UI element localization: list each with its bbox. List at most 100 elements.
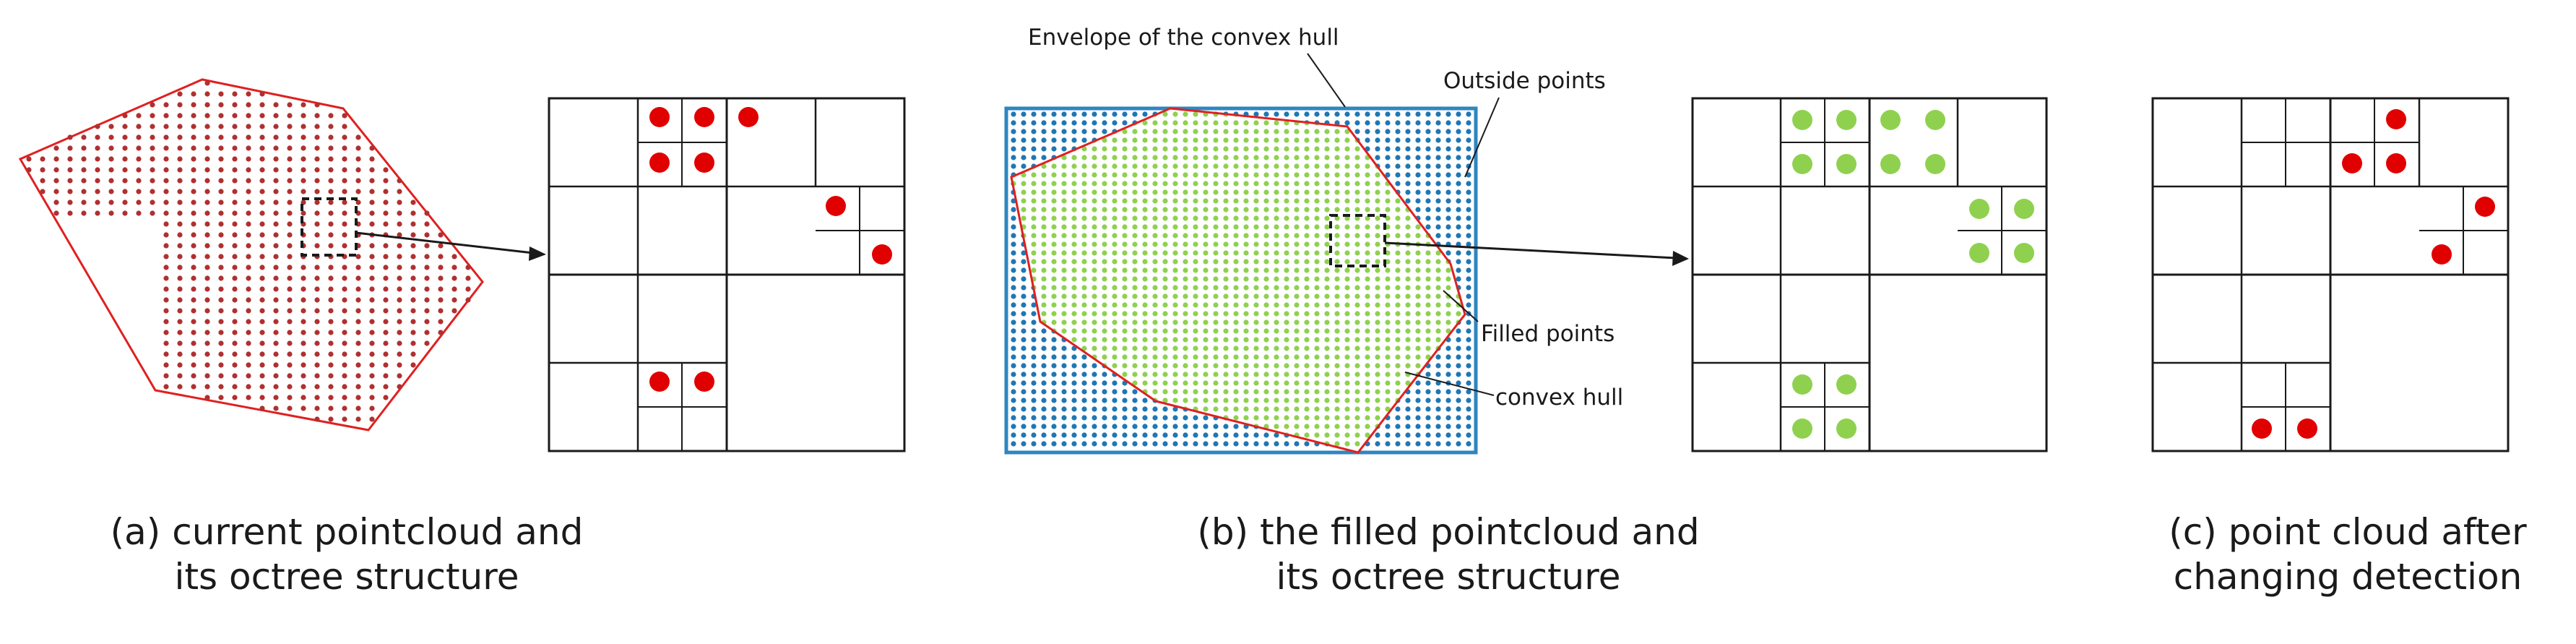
panel-b-filled-point xyxy=(1274,163,1279,169)
panel-b-filled-point xyxy=(1274,276,1279,282)
panel-a-cloud-point xyxy=(314,330,320,335)
panel-a-cloud-point xyxy=(383,351,389,357)
panel-b-outside-point xyxy=(1395,415,1401,421)
panel-a-cloud-point xyxy=(191,330,196,335)
panel-a-cloud-point xyxy=(218,254,224,259)
panel-b-filled-point xyxy=(1112,285,1118,291)
panel-b-outside-point xyxy=(1051,354,1057,360)
panel-a-cloud-point xyxy=(287,340,293,346)
panel-a-cloud-point xyxy=(314,340,320,346)
panel-b-filled-point xyxy=(1324,137,1330,143)
panel-b-filled-point xyxy=(1274,380,1279,386)
panel-b-filled-point xyxy=(1365,172,1370,178)
panel-a-cloud-point xyxy=(397,275,402,281)
panel-b-outside-point xyxy=(1071,389,1077,395)
panel-a-cloud-point xyxy=(314,221,320,227)
panel-b-outside-point xyxy=(1081,415,1087,421)
panel-a-cloud-point xyxy=(273,167,279,173)
panel-a-cloud-point xyxy=(122,156,128,162)
panel-a-cloud-point xyxy=(204,286,210,292)
panel-b-outside-point xyxy=(1021,345,1026,351)
panel-b-filled-point xyxy=(1193,319,1198,325)
panel-b-filled-point xyxy=(1081,155,1087,160)
panel-b-filled-point xyxy=(1253,389,1259,395)
panel-b-filled-point xyxy=(1334,319,1340,325)
panel-b-filled-point xyxy=(1203,120,1209,126)
panel-b-outside-point xyxy=(1041,337,1047,343)
panel-b-filled-point xyxy=(1193,181,1198,186)
panel-b-filled-point xyxy=(1223,172,1229,178)
panel-b-filled-point xyxy=(1193,172,1198,178)
panel-b-filled-point xyxy=(1405,337,1411,343)
panel-a-cloud-point xyxy=(232,286,238,292)
panel-a-cloud-point xyxy=(136,124,142,129)
panel-b-outside-point xyxy=(1051,129,1057,134)
panel-a-cloud-point xyxy=(218,189,224,194)
panel-b-outside-point xyxy=(1092,424,1097,429)
panel-c-octree-point xyxy=(2297,418,2317,439)
panel-b-filled-point xyxy=(1294,354,1300,360)
panel-b-filled-point xyxy=(1243,172,1249,178)
panel-b-filled-point xyxy=(1294,224,1300,230)
panel-b-filled-point xyxy=(1203,155,1209,160)
panel-b-filled-point xyxy=(1183,311,1188,317)
panel-b-filled-point xyxy=(1405,250,1411,256)
panel-b-outside-point xyxy=(1031,354,1037,360)
panel-a-cloud-point xyxy=(232,297,238,303)
panel-b-filled-point xyxy=(1263,181,1269,186)
panel-b-outside-point xyxy=(1031,155,1037,160)
panel-b-filled-point xyxy=(1092,345,1097,351)
panel-a-cloud-point xyxy=(342,373,347,379)
panel-b-filled-point xyxy=(1344,181,1350,186)
panel-c xyxy=(2151,97,2510,452)
panel-b-filled-point xyxy=(1031,207,1037,212)
panel-a-cloud-point xyxy=(259,351,265,357)
panel-b-outside-point xyxy=(1081,137,1087,143)
panel-a-cloud-point xyxy=(273,189,279,194)
panel-b-filled-point xyxy=(1284,181,1289,186)
panel-a-cloud-point xyxy=(287,199,293,205)
panel-b-filled-point xyxy=(1172,198,1178,204)
panel-b-filled-point xyxy=(1314,276,1320,282)
panel-b-outside-point xyxy=(1051,363,1057,369)
callout-hull-leader xyxy=(1404,372,1495,396)
panel-b-filled-point xyxy=(1061,172,1067,178)
panel-b-filled-point xyxy=(1172,276,1178,282)
panel-b-filled-point xyxy=(1102,146,1107,152)
panel-b-filled-point xyxy=(1142,129,1148,134)
panel-b-filled-point xyxy=(1314,432,1320,438)
panel-b-filled-point xyxy=(1304,372,1310,377)
panel-b-filled-point xyxy=(1193,337,1198,343)
panel-b-outside-point xyxy=(1425,111,1431,117)
panel-b-outside-point xyxy=(1395,172,1401,178)
panel-a-cloud-point xyxy=(397,243,402,249)
panel-a-cloud-point xyxy=(246,308,251,314)
panel-b-filled-point xyxy=(1263,328,1269,334)
panel-a-cloud-point xyxy=(163,232,169,238)
panel-b-filled-point xyxy=(1415,345,1421,351)
panel-b-filled-point xyxy=(1162,163,1168,169)
panel-a-cloud-point xyxy=(218,145,224,151)
panel-b-filled-point xyxy=(1294,319,1300,325)
panel-b-outside-point xyxy=(1466,111,1471,117)
panel-b-filled-point xyxy=(1445,267,1451,273)
panel-a-cloud-point xyxy=(273,351,279,357)
panel-b-filled-point xyxy=(1375,302,1380,308)
panel-b-filled-point xyxy=(1324,380,1330,386)
panel-b-outside-point xyxy=(1415,146,1421,152)
panel-a-cloud-point xyxy=(328,340,334,346)
panel-b-filled-point xyxy=(1132,224,1138,230)
panel-b-filled-point xyxy=(1071,155,1077,160)
panel-b-filled-point xyxy=(1314,424,1320,429)
panel-b-filled-point xyxy=(1354,354,1360,360)
panel-b-outside-point xyxy=(1445,146,1451,152)
panel-b-filled-point xyxy=(1284,311,1289,317)
panel-b-filled-point xyxy=(1354,302,1360,308)
panel-b-outside-point xyxy=(1102,406,1107,412)
panel-b-outside-point xyxy=(1304,441,1310,447)
panel-b-outside-point xyxy=(1112,406,1118,412)
panel-a-cloud-point xyxy=(232,395,238,400)
panel-b-outside-point xyxy=(1445,415,1451,421)
panel-b-filled-point xyxy=(1354,319,1360,325)
panel-b-outside-point xyxy=(1375,137,1380,143)
